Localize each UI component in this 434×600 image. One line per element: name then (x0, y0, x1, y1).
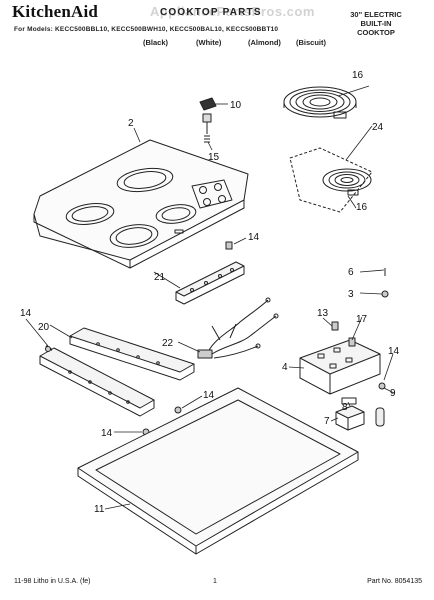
callout-2: 2 (128, 118, 134, 129)
grommet (45, 346, 51, 352)
leader-lines (25, 85, 395, 510)
cooktop-glass (33, 139, 249, 269)
control-knob (199, 97, 217, 143)
relay (335, 397, 385, 431)
footer: 11-98 Litho in U.S.A. (fe) 1 Part No. 80… (0, 578, 434, 592)
product-type: 30" ELECTRIC BUILT-IN COOKTOP (336, 10, 416, 37)
product-line-2: BUILT-IN (360, 19, 392, 28)
callout-16-bottom: 16 (356, 202, 368, 213)
color-white: (White) (196, 38, 222, 47)
color-biscuit: (Biscuit) (296, 38, 326, 47)
side-panel-upper (69, 327, 195, 381)
model-list: For Models: KECC500BBL10, KECC500BWH10, … (14, 26, 279, 33)
callout-6: 6 (348, 267, 354, 278)
callout-11: 11 (94, 504, 105, 515)
brand-logo: KitchenAid (12, 2, 99, 21)
burner-box (77, 387, 359, 555)
callout-3: 3 (348, 289, 354, 300)
wiring-harness (197, 297, 279, 359)
side-panel-lower (39, 345, 155, 417)
callout-21: 21 (154, 272, 166, 283)
callout-15: 15 (208, 152, 220, 163)
callout-24: 24 (372, 122, 384, 133)
callout-4: 4 (282, 362, 288, 373)
color-almond: (Almond) (248, 38, 281, 47)
callout-labels: 2 10 15 16 24 16 14 21 6 3 14 20 22 13 1… (20, 70, 400, 515)
element-outline (289, 147, 373, 213)
callout-14-bracket: 14 (248, 232, 260, 243)
support-bracket (175, 241, 245, 305)
page-title: COOKTOP PARTS (160, 7, 262, 18)
surface-element-large (283, 86, 357, 119)
callout-16-top: 16 (352, 70, 364, 81)
callout-17: 17 (356, 314, 368, 325)
product-line-3: COOKTOP (357, 28, 395, 37)
grommet (174, 406, 182, 414)
callout-22: 22 (162, 338, 174, 349)
surface-element-small (322, 168, 372, 196)
part-number: Part No. 8054135 (367, 578, 422, 585)
callout-7: 7 (324, 416, 330, 427)
watermark: AppliancePartsPros.com (150, 4, 315, 19)
callout-14-left: 14 (101, 428, 113, 439)
callout-14-panel: 14 (20, 308, 32, 319)
callout-10: 10 (230, 100, 242, 111)
callout-14-center: 14 (203, 390, 215, 401)
page-number: 1 (213, 578, 217, 585)
color-black: (Black) (143, 38, 169, 47)
screws (381, 268, 389, 298)
callout-8: 8 (342, 402, 348, 413)
header: AppliancePartsPros.com KitchenAid COOKTO… (0, 0, 434, 60)
callout-13: 13 (317, 308, 329, 319)
callout-20: 20 (38, 322, 50, 333)
callout-9: 9 (390, 388, 396, 399)
product-line-1: 30" ELECTRIC (350, 10, 402, 19)
component-bracket (299, 321, 386, 395)
callout-14-right: 14 (388, 346, 400, 357)
litho-note: 11-98 Litho in U.S.A. (fe) (14, 578, 91, 585)
